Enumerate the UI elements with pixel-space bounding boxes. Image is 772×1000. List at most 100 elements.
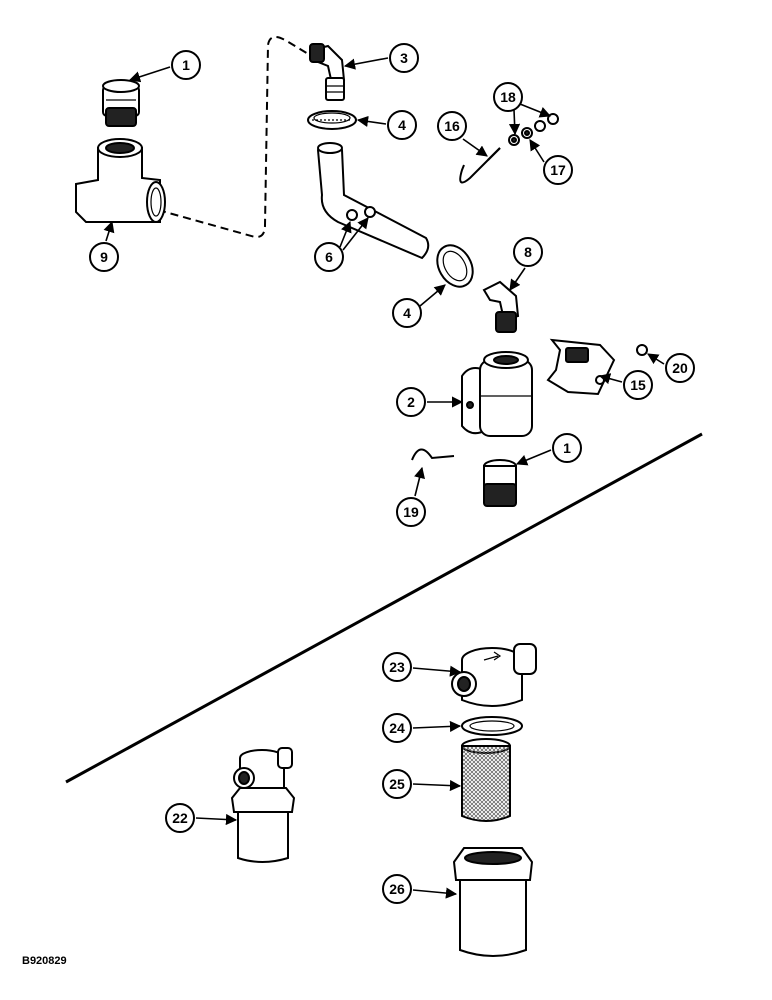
callout-number: 4 (403, 305, 411, 321)
part-hose-elbow-lower (482, 280, 520, 333)
connection-dashed-line (157, 35, 311, 239)
callout-leader-arrow (103, 220, 115, 242)
section-divider-line (65, 432, 703, 784)
callout-number: 15 (630, 377, 646, 393)
callout-circle (382, 874, 412, 904)
part-mounting-bracket (546, 338, 616, 396)
callout-leader-arrow (412, 779, 462, 792)
callout-23: 23 (382, 652, 462, 682)
callout-leader-arrow (647, 353, 665, 365)
callout-number: 3 (400, 50, 408, 66)
callout-leader-arrow (419, 284, 446, 307)
callout-25: 25 (382, 769, 462, 799)
callout-4: 4 (392, 284, 446, 328)
callout-number: 1 (563, 440, 571, 456)
callout-number: 23 (389, 659, 405, 675)
callout-26: 26 (382, 874, 458, 904)
callout-3: 3 (343, 43, 419, 73)
part-hose-clamp-top (307, 110, 357, 130)
callout-17: 17 (529, 139, 573, 185)
callout-24: 24 (382, 713, 462, 743)
part-gasket (461, 716, 523, 736)
callout-leader-arrow (509, 267, 526, 291)
callout-leader-arrow (598, 373, 623, 385)
callout-circle (392, 298, 422, 328)
callout-1: 1 (128, 50, 201, 83)
callout-leader-arrow (339, 220, 352, 248)
callout-22: 22 (165, 803, 238, 833)
callout-leader-arrow (462, 138, 488, 157)
callout-15: 15 (598, 370, 653, 400)
callout-leader-arrow (342, 217, 369, 251)
callout-circle (382, 652, 412, 682)
callout-number: 9 (100, 249, 108, 265)
callout-leader-arrow (195, 813, 238, 826)
part-nipple-top (102, 79, 140, 127)
callout-18: 18 (493, 82, 552, 136)
callout-circle (396, 497, 426, 527)
part-hose-clamp-lower (436, 244, 474, 288)
callout-circle (552, 433, 582, 463)
part-filter-screen (461, 738, 511, 822)
callout-circle (543, 155, 573, 185)
part-hose (316, 142, 430, 260)
callout-leader-arrow (414, 466, 425, 497)
callout-circle (493, 82, 523, 112)
callout-leader-arrow (519, 103, 552, 118)
part-valve (461, 351, 533, 437)
callout-number: 4 (398, 117, 406, 133)
callout-circle (171, 50, 201, 80)
callout-9: 9 (89, 220, 119, 272)
part-u-bolt-16 (459, 147, 501, 184)
callout-number: 16 (444, 118, 460, 134)
callout-number: 18 (500, 89, 516, 105)
part-nut-20 (636, 344, 648, 356)
callout-number: 17 (550, 162, 566, 178)
callout-number: 22 (172, 810, 188, 826)
callout-circle (314, 242, 344, 272)
callout-circle (382, 713, 412, 743)
callout-16: 16 (437, 111, 488, 157)
callout-leader-arrow (356, 115, 387, 127)
callout-leader-arrow (128, 66, 171, 83)
callout-circle (513, 237, 543, 267)
callout-number: 20 (672, 360, 688, 376)
callout-circle (387, 110, 417, 140)
callout-circle (623, 370, 653, 400)
part-nipple-lower (483, 459, 517, 507)
callout-number: 1 (182, 57, 190, 73)
part-filter-bowl (452, 847, 534, 957)
callout-number: 26 (389, 881, 405, 897)
callout-leader-arrow (529, 139, 545, 163)
callout-circle (389, 43, 419, 73)
callout-6: 6 (314, 217, 369, 272)
part-hose-elbow-top (309, 43, 346, 101)
callout-circle (396, 387, 426, 417)
callout-leader-arrow (515, 449, 552, 466)
callout-number: 8 (524, 244, 532, 260)
part-nuts-washers (508, 113, 559, 146)
callout-number: 25 (389, 776, 405, 792)
part-tee-fitting (75, 138, 166, 223)
figure-code: B920829 (22, 955, 67, 967)
callout-circle (665, 353, 695, 383)
part-assembled-strainer (230, 747, 296, 863)
callout-leader-arrow (412, 665, 462, 677)
callout-leader-arrow (412, 720, 462, 733)
callout-19: 19 (396, 466, 426, 527)
callout-8: 8 (509, 237, 543, 291)
callout-number: 6 (325, 249, 333, 265)
callout-circle (89, 242, 119, 272)
callout-leader-arrow (508, 109, 521, 136)
callout-20: 20 (647, 353, 695, 383)
callout-leader-arrow (412, 887, 458, 899)
callout-number: 2 (407, 394, 415, 410)
callout-number: 19 (403, 504, 419, 520)
callout-circle (382, 769, 412, 799)
callout-leader-arrow (343, 57, 389, 70)
callout-4: 4 (356, 110, 417, 140)
callout-circle (165, 803, 195, 833)
callout-2: 2 (396, 387, 464, 417)
part-filter-head (451, 643, 537, 707)
